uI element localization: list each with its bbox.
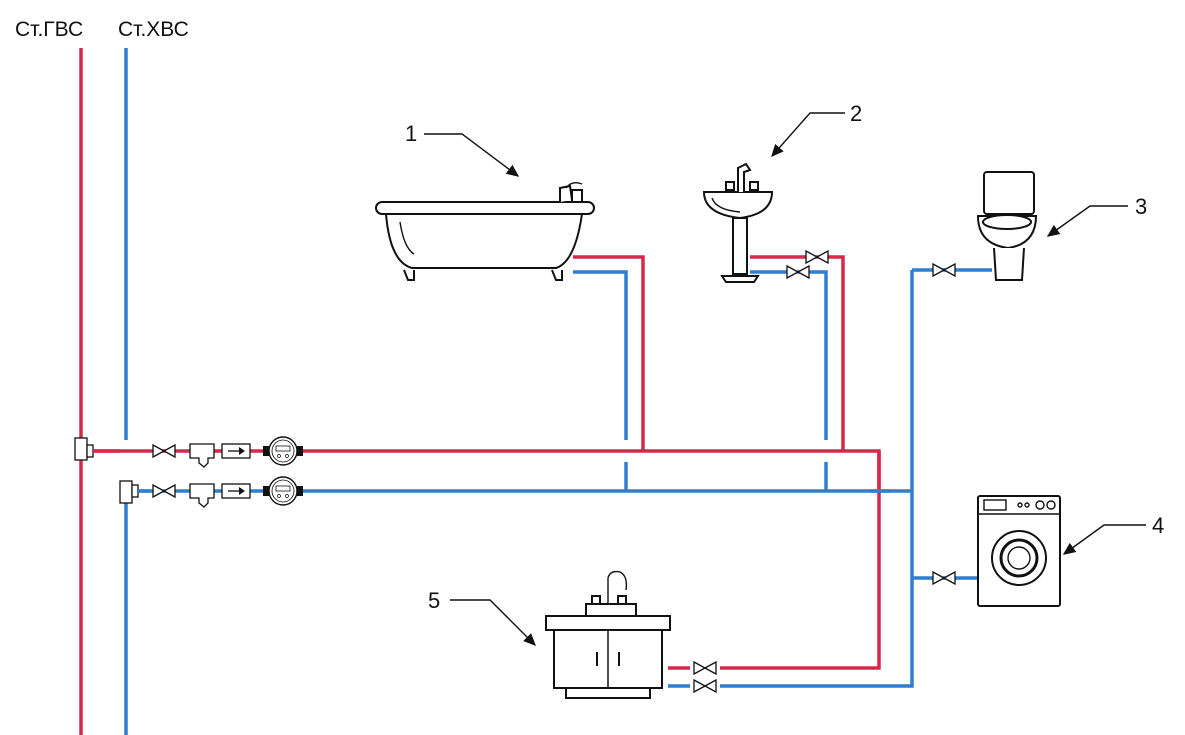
callout-arrow-3 (1046, 205, 1128, 237)
washing-machine-icon (977, 495, 1061, 607)
kitchen-sink-icon (545, 570, 671, 699)
toilet-icon (976, 171, 1038, 281)
toilet-pipe (912, 263, 992, 277)
check-valve-icon (221, 443, 251, 459)
check-valve-icon (221, 483, 251, 499)
hot-tee-fitting (74, 437, 88, 461)
callout-arrow-2 (771, 112, 845, 158)
washbasin-pipes (750, 250, 845, 491)
fixture-number-1: 1 (405, 121, 417, 146)
hot-metering-unit (150, 436, 305, 468)
cold-metering-unit (138, 476, 305, 508)
hot-tee-branch (86, 444, 94, 458)
cold-riser-label: Ст.ХВС (118, 18, 189, 41)
fixture-number-4: 4 (1152, 513, 1164, 538)
water-meter-icon (262, 476, 304, 506)
washing-machine-pipe (912, 571, 978, 585)
cold-tee-branch (131, 484, 139, 498)
cold-main-line (134, 270, 914, 688)
washbasin-icon (702, 162, 774, 283)
fixture-number-2: 2 (850, 101, 862, 126)
hot-riser-label: Ст.ГВС (15, 18, 83, 41)
valve-icon (152, 444, 176, 458)
filter-icon (189, 483, 215, 508)
cold-tee-fitting (119, 480, 133, 504)
callout-arrow-4 (1062, 524, 1146, 555)
fixture-number-5: 5 (428, 588, 440, 613)
bathtub-icon (375, 181, 595, 281)
fixture-number-3: 3 (1135, 194, 1147, 219)
filter-icon (189, 443, 215, 468)
callout-arrow-5 (450, 599, 536, 646)
callout-arrow-1 (424, 133, 520, 177)
water-meter-icon (262, 436, 304, 466)
valve-icon (152, 484, 176, 498)
bathtub-pipes (573, 255, 645, 491)
